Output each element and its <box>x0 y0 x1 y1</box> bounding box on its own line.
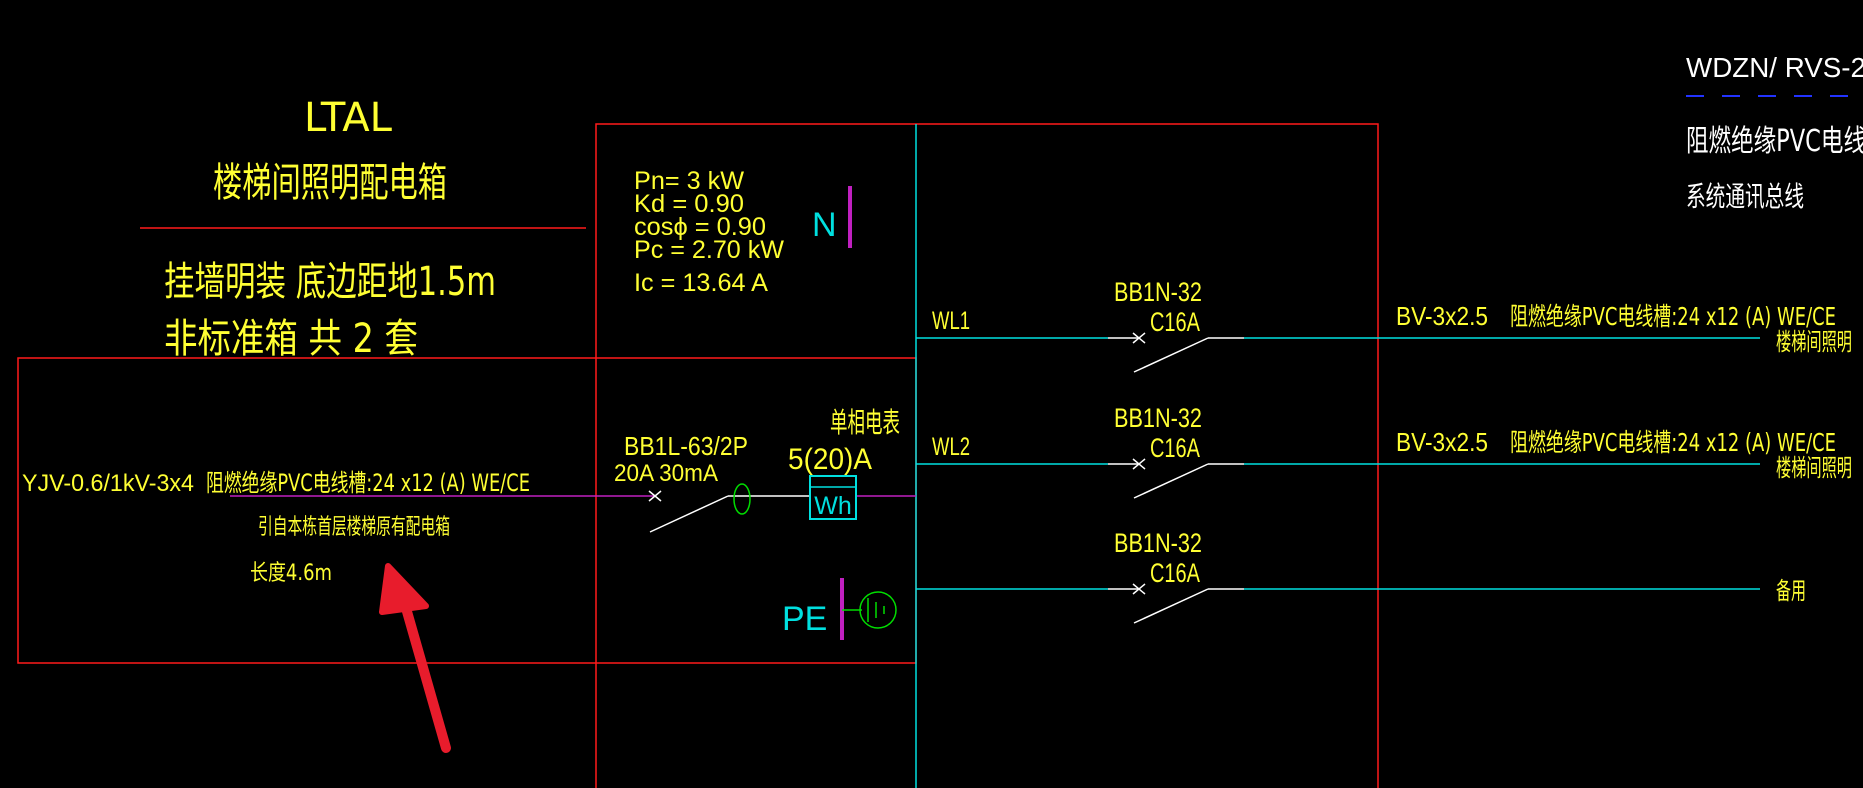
circuit-breaker-rating: C16A <box>1150 558 1200 588</box>
title-block: LTAL 楼梯间照明配电箱 挂墙明装 底边距地1.5m 非标准箱 共 2 套 <box>164 95 496 362</box>
legend-line1: WDZN/ RVS-2 <box>1686 52 1863 83</box>
main-breaker-rating: 20A 30mA <box>614 460 718 487</box>
main-breaker-model: BB1L-63/2P <box>624 431 748 461</box>
breaker-blade <box>1133 337 1209 373</box>
circuit-tray-label: 阻燃绝缘PVC电线槽:24 x12 (A) WE/CE <box>1510 428 1836 457</box>
param-pc: Pc = 2.70 kW <box>634 236 784 264</box>
box-count-label: 非标准箱 共 2 套 <box>164 316 418 362</box>
breaker-blade <box>1133 463 1209 499</box>
meter-icon: Wh <box>809 475 857 520</box>
neutral-and-earth-bars: N PE <box>782 186 897 640</box>
param-kd: Kd = 0.90 <box>634 190 744 218</box>
circuit-load-label: 备用 <box>1776 577 1806 605</box>
breaker-x-mark <box>1132 458 1146 470</box>
circuit-breaker-rating: C16A <box>1150 433 1200 463</box>
distribution-box-frame <box>595 123 1379 788</box>
param-pn: Pn= 3 kW <box>634 167 744 195</box>
circuit-cable-label: BV-3x2.5 <box>1396 301 1488 331</box>
meter-rating-label: 5(20)A <box>788 443 872 476</box>
circuit-breaker-model: BB1N-32 <box>1114 403 1202 433</box>
meter-symbol: Wh <box>814 492 852 520</box>
panel-frames <box>17 123 1379 788</box>
circuit-breaker-model: BB1N-32 <box>1114 528 1202 558</box>
box-id-label: LTAL <box>304 95 393 141</box>
main-breaker-symbol <box>648 490 810 533</box>
box-name-label: 楼梯间照明配电箱 <box>213 160 447 206</box>
circuit-id-label: WL1 <box>932 307 970 335</box>
circuit-cable-label: BV-3x2.5 <box>1396 427 1488 457</box>
incoming-tray-label: 阻燃绝缘PVC电线槽:24 x12 (A) WE/CE <box>206 469 530 497</box>
pe-bar-label: PE <box>782 600 827 638</box>
circuit-id-label: WL2 <box>932 433 970 461</box>
ground-icon <box>842 591 897 629</box>
annotation-arrow <box>379 563 451 753</box>
legend-line2: 阻燃绝缘PVC电线 <box>1686 124 1863 159</box>
param-ic: Ic = 13.64 A <box>634 269 768 297</box>
incoming-source-label: 引自本栋首层楼梯原有配电箱 <box>258 515 450 540</box>
legend-line3: 系统通讯总线 <box>1686 180 1804 213</box>
neutral-bar-label: N <box>812 206 837 244</box>
circuit-tray-label: 阻燃绝缘PVC电线槽:24 x12 (A) WE/CE <box>1510 302 1836 331</box>
legend: WDZN/ RVS-2 阻燃绝缘PVC电线 系统通讯总线 <box>1686 52 1863 213</box>
breaker-x-mark <box>1132 332 1146 344</box>
circuit-breaker-model: BB1N-32 <box>1114 277 1202 307</box>
incoming-supply: YJV-0.6/1kV-3x4 阻燃绝缘PVC电线槽:24 x12 (A) WE… <box>22 406 916 586</box>
incoming-cable-label: YJV-0.6/1kV-3x4 <box>22 470 194 497</box>
load-parameters: Pn= 3 kW Kd = 0.90 cosϕ = 0.90 Pc = 2.70… <box>634 167 784 297</box>
circuit-breaker-rating: C16A <box>1150 307 1200 337</box>
install-note-label: 挂墙明装 底边距地1.5m <box>164 259 496 305</box>
incoming-length-label: 长度4.6m <box>250 561 332 586</box>
circuit-load-label: 楼梯间照明 <box>1776 328 1852 356</box>
param-cos: cosϕ = 0.90 <box>634 213 766 241</box>
rcd-sensor-icon <box>733 483 751 515</box>
meter-name-label: 单相电表 <box>830 406 900 439</box>
breaker-blade <box>1133 588 1209 624</box>
breaker-x-mark <box>1132 583 1146 595</box>
circuit-load-label: 楼梯间照明 <box>1776 454 1852 482</box>
